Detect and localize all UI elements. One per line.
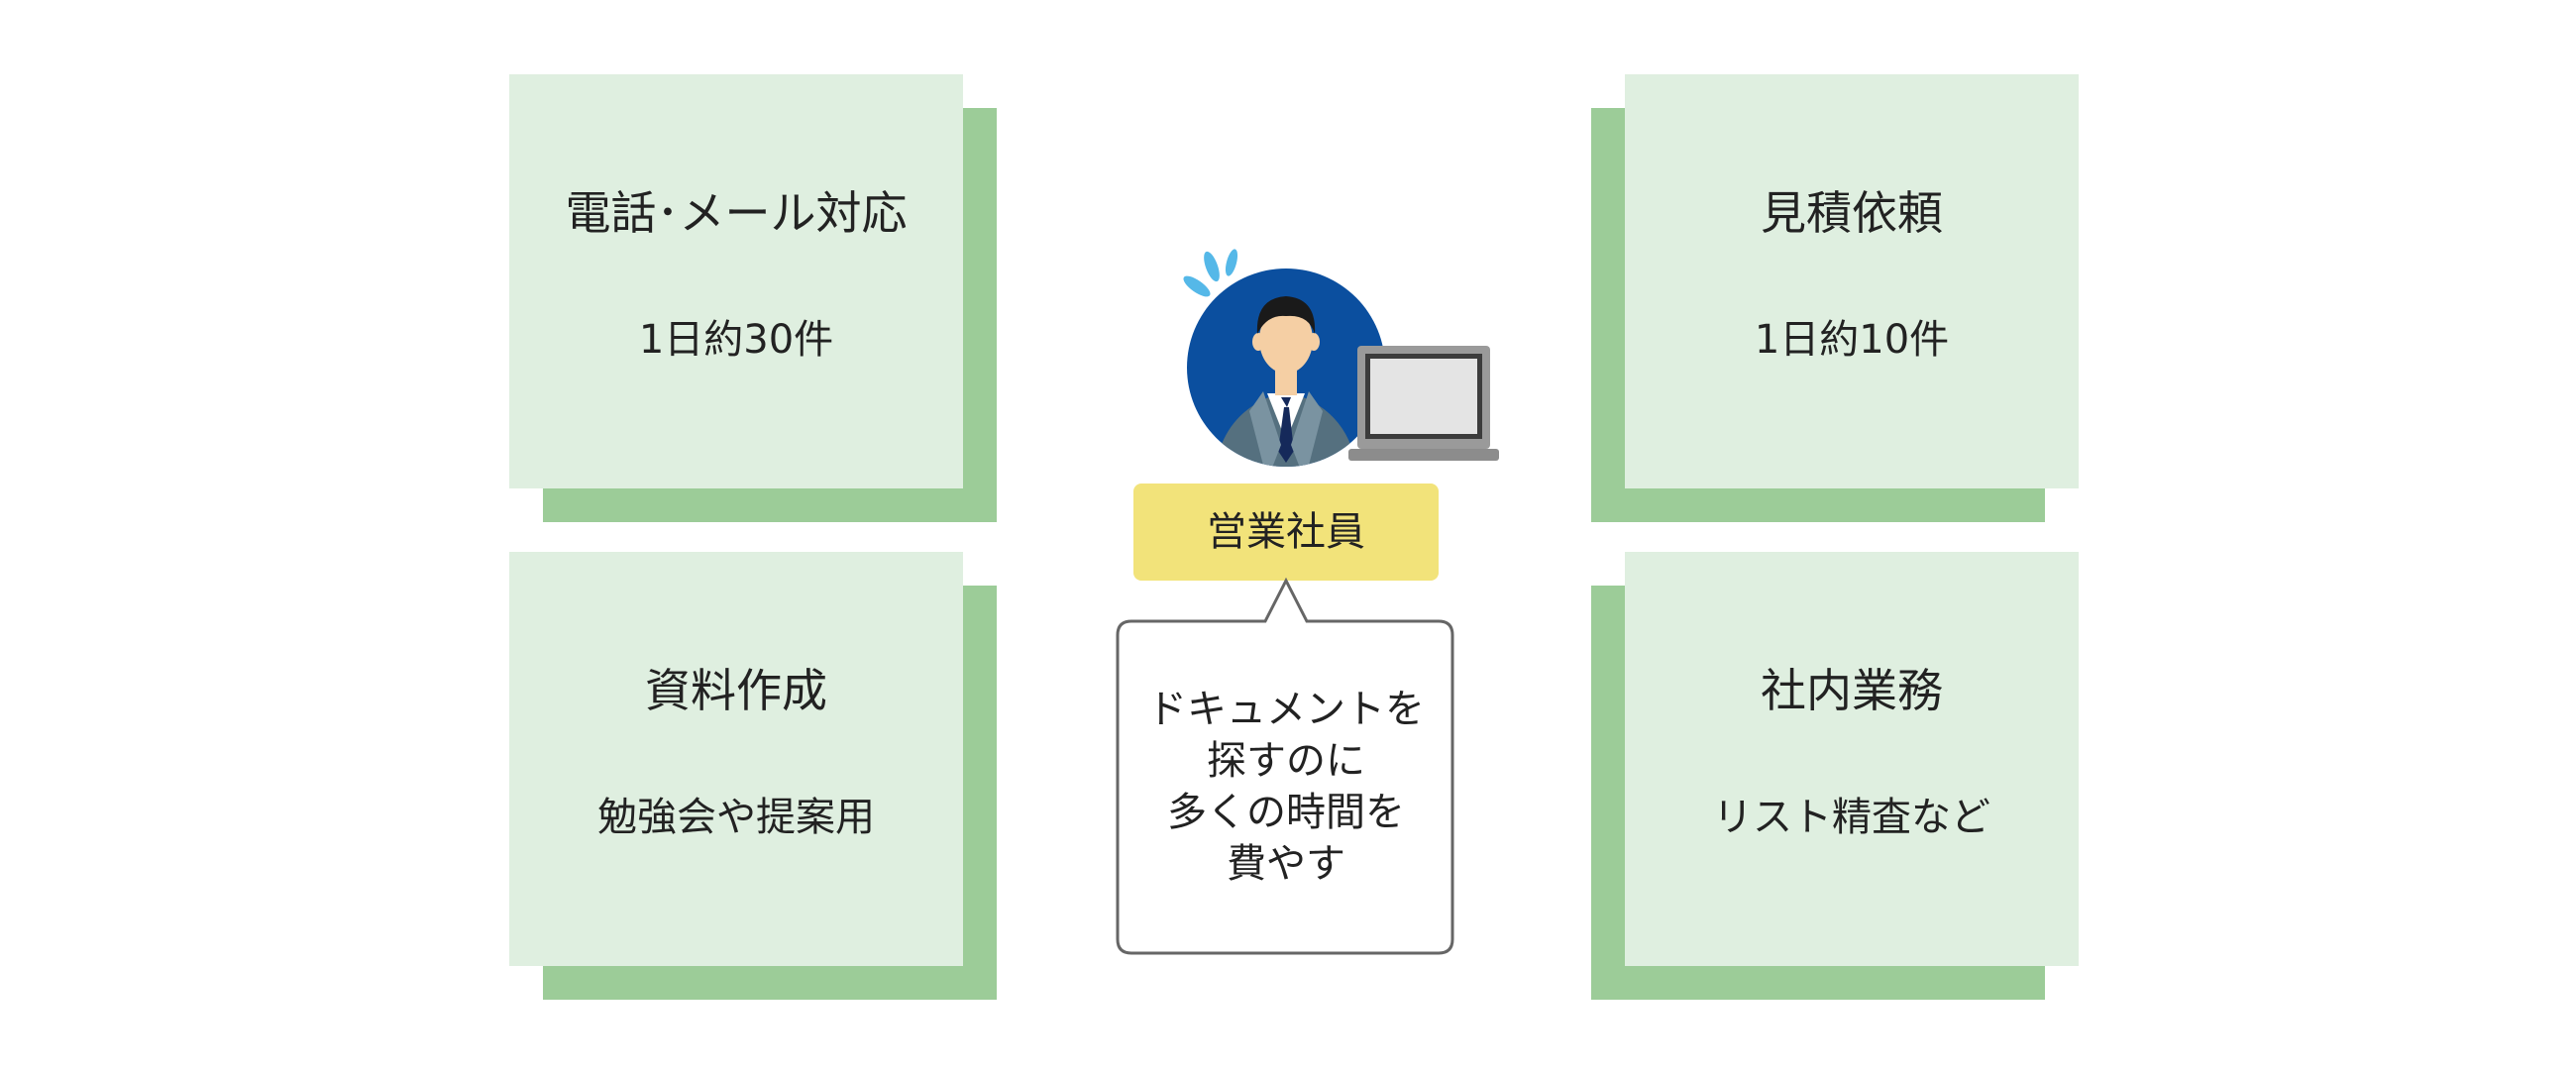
- speech-line: ドキュメントを: [1147, 687, 1425, 732]
- card-detail: リスト精査など: [1713, 795, 1990, 840]
- card-documents: 資料作成 勉強会や提案用: [509, 552, 997, 1000]
- person-illustration: [1164, 243, 1501, 481]
- card-detail: 1日約10件: [1754, 317, 1950, 363]
- speech-bubble: [1116, 577, 1454, 955]
- card-internal: 社内業務 リスト精査など: [1591, 552, 2079, 1000]
- speech-line: 探すのに: [1207, 738, 1365, 784]
- card-face: 資料作成 勉強会や提案用: [509, 552, 963, 966]
- card-title: 社内業務: [1761, 664, 1943, 717]
- card-title: 資料作成: [645, 664, 827, 717]
- role-label: 営業社員: [1133, 484, 1439, 581]
- speech-bubble-text: ドキュメントを 探すのに 多くの時間を 費やす: [1120, 684, 1452, 890]
- sweat-drops-icon: [1183, 249, 1238, 297]
- card-face: 電話･メール対応 1日約30件: [509, 74, 963, 488]
- card-face: 社内業務 リスト精査など: [1625, 552, 2079, 966]
- speech-line: 費やす: [1227, 841, 1345, 887]
- card-title: 見積依頼: [1761, 186, 1943, 240]
- card-face: 見積依頼 1日約10件: [1625, 74, 2079, 488]
- businessman-avatar-icon: [1187, 269, 1385, 467]
- card-phone-mail: 電話･メール対応 1日約30件: [509, 74, 997, 522]
- card-detail: 1日約30件: [638, 317, 834, 363]
- card-title: 電話･メール対応: [565, 186, 908, 240]
- speech-line: 多くの時間を: [1167, 790, 1405, 835]
- laptop-icon: [1348, 346, 1499, 461]
- card-detail: 勉強会や提案用: [597, 795, 875, 840]
- card-estimate: 見積依頼 1日約10件: [1591, 74, 2079, 522]
